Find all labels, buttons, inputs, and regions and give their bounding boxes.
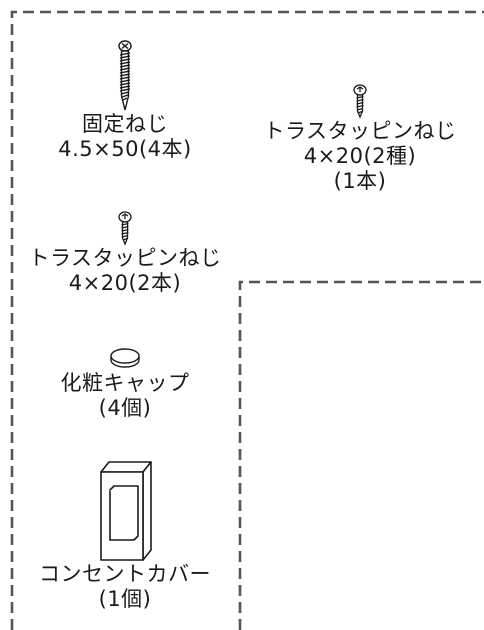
part-name: 固定ねじ (82, 112, 168, 136)
part-name: 化粧キャップ (60, 371, 190, 395)
part-decorative-cap: 化粧キャップ (4個) (20, 345, 230, 421)
part-quantity: (4個) (98, 396, 152, 420)
part-name: コンセントカバー (39, 562, 211, 586)
part-name: トラスタッピンねじ (263, 119, 457, 143)
long-screw-icon (118, 40, 132, 111)
part-spec: 4×20(2種) (303, 144, 417, 168)
outer-dashed-border (10, 10, 484, 630)
outlet-cover-icon (100, 461, 152, 561)
part-truss-tapping-screw: トラスタッピンねじ 4×20(2本) (6, 210, 244, 296)
short-screw-icon (353, 84, 367, 119)
inner-dashed-border (238, 280, 484, 630)
part-fixing-screw: 固定ねじ 4.5×50(4本) (15, 38, 235, 162)
part-spec: 4×20(2本) (68, 271, 182, 295)
cap-icon (110, 348, 140, 368)
short-screw-icon (118, 211, 132, 246)
part-spec: 4.5×50(4本) (58, 137, 192, 161)
part-quantity: (1本) (333, 169, 387, 193)
part-name: トラスタッピンねじ (28, 246, 222, 270)
part-outlet-cover: コンセントカバー (1個) (20, 458, 230, 612)
part-quantity: (1個) (98, 587, 152, 611)
part-truss-tapping-screw-2types: トラスタッピンねじ 4×20(2種) (1本) (236, 83, 484, 194)
